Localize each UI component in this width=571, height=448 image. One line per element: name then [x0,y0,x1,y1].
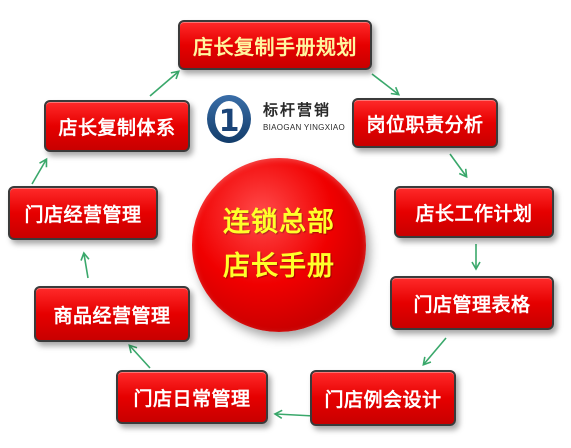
node-store-tables: 门店管理表格 [390,276,554,330]
logo-mark-icon: 1 [207,95,251,143]
logo-mark-digit: 1 [219,104,240,139]
node-store-operation: 门店经营管理 [8,186,158,240]
arrow-job-to-workplan [449,153,468,179]
arrow-operation-to-system [31,157,48,185]
node-goods-management: 商品经营管理 [34,286,190,342]
center-title-line2: 店长手册 [223,251,335,282]
brand-logo: 1 标杆营销 BIAOGAN YINGXIAO [205,93,365,147]
node-daily-management: 门店日常管理 [116,370,268,424]
node-copy-system: 店长复制体系 [44,100,190,152]
center-circle: 连锁总部 店长手册 [192,158,366,332]
arrow-goods-to-operation [80,251,90,279]
arrow-plan-to-job [371,73,401,96]
node-job-analysis: 岗位职责分析 [352,98,498,148]
node-work-plan: 店长工作计划 [394,186,554,238]
logo-subtitle: BIAOGAN YINGXIAO [263,123,346,132]
arrow-system-to-plan [149,70,180,97]
center-title-line1: 连锁总部 [223,207,335,238]
node-store-meeting: 门店例会设计 [310,370,456,426]
arrow-tables-to-meeting [422,337,447,366]
arrow-daily-to-goods [128,344,151,369]
node-manual-plan: 店长复制手册规划 [178,20,372,70]
logo-name: 标杆营销 [263,101,332,119]
arrow-meeting-to-daily [273,409,315,419]
